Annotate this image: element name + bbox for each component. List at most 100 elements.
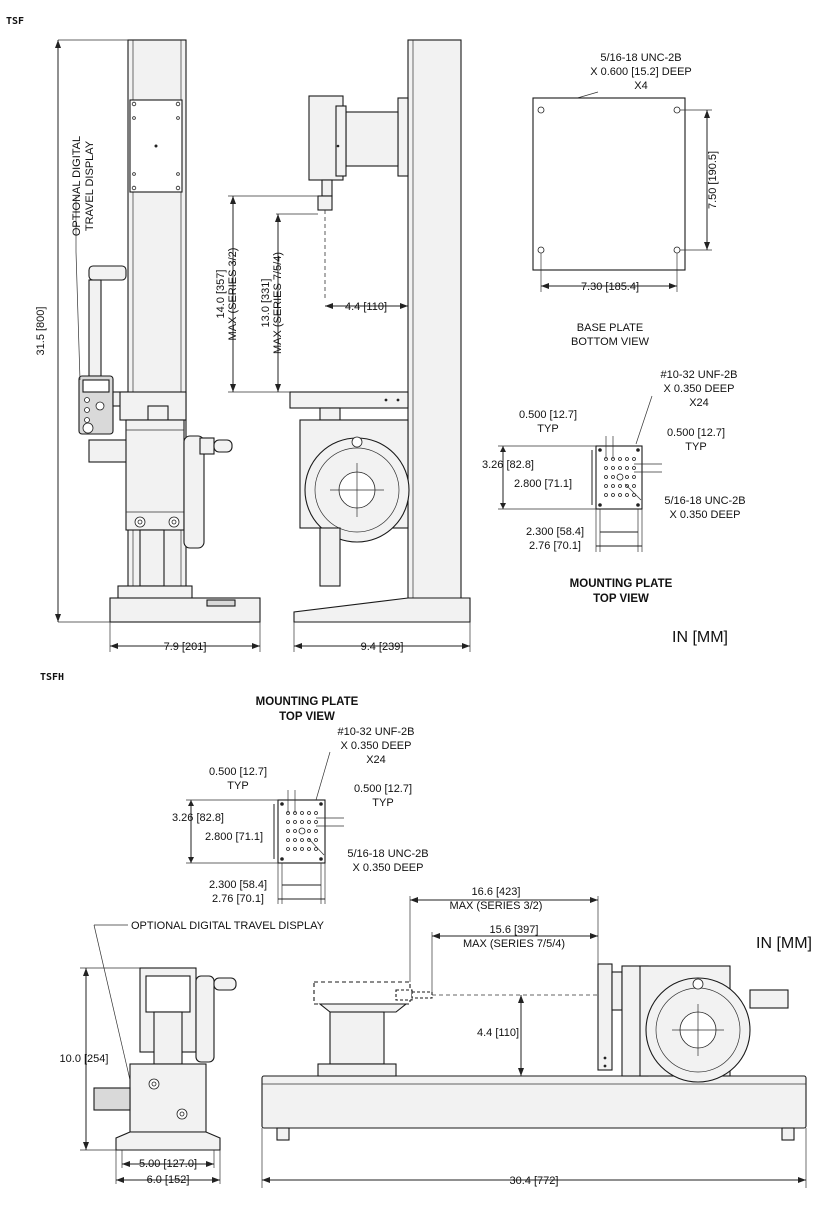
tsfh-mount-large-holes-line1: 5/16-18 UNC-2B	[347, 848, 428, 860]
tsfh-mount-inner-label: 2.800 [71.1]	[205, 831, 263, 843]
base-width-label: 7.30 [185.4]	[581, 281, 639, 293]
tsf-mount-title-line1: MOUNTING PLATE	[570, 578, 673, 590]
tsfh-mount-pitch-left-line1: 0.500 [12.7]	[209, 766, 267, 778]
tsfh-outer-width-label: 6.0 [152]	[147, 1174, 190, 1186]
tsfh-max-7-5-4-value: 15.6 [397]	[490, 924, 539, 936]
tsfh-end-handwheel-knob	[213, 977, 237, 991]
tsfh-mount-bottom-inner-label: 2.300 [58.4]	[209, 879, 267, 891]
tsfh-end-dimensions: 10.0 [254] 5.00 [127.0] 6.0 [152]	[60, 967, 221, 1186]
tsfh-mount-hole-grid	[280, 802, 323, 861]
tsfh-max-7-5-4-series: MAX (SERIES 7/5/4)	[463, 938, 565, 950]
tsfh-long-base	[261, 1075, 807, 1129]
tsf-front-dimensions: 31.5 [800] 7.9 [201] OPTIONAL DIGITAL TR…	[35, 39, 261, 653]
tsfh-side-view	[261, 963, 807, 1141]
base-height-label: 7.50 [190.5]	[707, 151, 719, 209]
tsf-lower-body	[139, 529, 165, 587]
tsfh-mount-title-line2: TOP VIEW	[279, 711, 335, 723]
tsfh-end-window	[145, 975, 191, 1013]
tsf-display-screen	[82, 379, 110, 393]
tsfh-end-display	[93, 1087, 131, 1111]
tsfh-end-carriage	[129, 1063, 207, 1133]
tsfh-end-handwheel-edge	[195, 975, 215, 1063]
tsfh-mount-small-holes-line3: X24	[366, 754, 386, 766]
tsfh-length-label: 30.4 [772]	[510, 1175, 559, 1187]
tsfh-max-3-2-value: 16.6 [423]	[472, 886, 521, 898]
tsfh-mount-small-holes-line1: #10-32 UNF-2B	[337, 726, 414, 738]
base-plate	[532, 97, 686, 271]
tsf-side-view	[289, 39, 471, 623]
base-title-line1: BASE PLATE	[577, 322, 643, 334]
tsfh-max-3-2-series: MAX (SERIES 3/2)	[450, 900, 543, 912]
tsf-mount-outer-label: 3.26 [82.8]	[482, 459, 534, 471]
tsfh-throat-label: 4.4 [110]	[477, 1027, 519, 1039]
tsfh-side-dimensions: 16.6 [423] MAX (SERIES 3/2) 15.6 [397] M…	[261, 886, 807, 1188]
section-label-tsfh: TSFH	[40, 672, 64, 683]
tsfh-handle	[749, 989, 789, 1009]
tsf-max-3-2-series: MAX (SERIES 3/2)	[227, 248, 239, 341]
tsfh-mount-pitch-right-line2: TYP	[372, 797, 393, 809]
tsf-load-cell	[345, 111, 399, 167]
tsfh-mount-pitch-right-line1: 0.500 [12.7]	[354, 783, 412, 795]
tsf-mount-plate-view: #10-32 UNF-2B X 0.350 DEEP X24 0.500 [12…	[482, 369, 746, 605]
tsf-max-3-2-value: 14.0 [357]	[215, 270, 227, 319]
tsf-units-label: IN [MM]	[672, 629, 728, 646]
base-holes-line3: X4	[634, 80, 647, 92]
tsfh-mount-plate-view: MOUNTING PLATE TOP VIEW #10-32 UNF-2B X …	[172, 696, 429, 905]
tsf-max-7-5-4-series: MAX (SERIES 7/5/4)	[272, 252, 284, 354]
tsf-mount-title-line2: TOP VIEW	[593, 593, 649, 605]
tsfh-mount-outer-label: 3.26 [82.8]	[172, 812, 224, 824]
tsfh-end-neck	[153, 1011, 183, 1065]
tsf-side-column	[407, 39, 462, 601]
tsf-height-label: 31.5 [800]	[35, 307, 47, 356]
tsfh-mount-pitch-left-line2: TYP	[227, 780, 248, 792]
tsf-lower-arm	[88, 439, 130, 463]
tsfh-mount-plate-side	[313, 981, 411, 1005]
tsfh-mount-bottom-outer-label: 2.76 [70.1]	[212, 893, 264, 905]
tsf-display-arm	[88, 265, 127, 281]
base-holes-line2: X 0.600 [15.2] DEEP	[590, 66, 692, 78]
tsf-base-plate-view: 5/16-18 UNC-2B X 0.600 [15.2] DEEP X4 7.…	[532, 52, 719, 348]
tsf-mount-pitch-left-line2: TYP	[537, 423, 558, 435]
tsf-max-7-5-4-value: 13.0 [331]	[260, 279, 272, 328]
tsf-mount-bottom-outer-label: 2.76 [70.1]	[529, 540, 581, 552]
tsfh-upright	[597, 963, 613, 1071]
tsf-carriage	[125, 419, 185, 531]
tsf-side-base	[293, 597, 471, 623]
tsf-front-view	[78, 39, 261, 623]
tsfh-inner-width-label: 5.00 [127.0]	[139, 1158, 197, 1170]
tsfh-end-base	[115, 1131, 221, 1151]
tsf-optional-display-line1: OPTIONAL DIGITAL	[71, 136, 83, 236]
section-label-tsf: TSF	[6, 16, 24, 27]
tsf-mount-small-holes-line3: X24	[689, 397, 709, 409]
tsfh-optional-display-label: OPTIONAL DIGITAL TRAVEL DISPLAY	[131, 920, 325, 932]
tsfh-mount-large-holes-line2: X 0.350 DEEP	[353, 862, 424, 874]
tsf-mount-pitch-right-line1: 0.500 [12.7]	[667, 427, 725, 439]
tsf-mount-large-holes-line1: 5/16-18 UNC-2B	[664, 495, 745, 507]
tsf-optional-display-line2: TRAVEL DISPLAY	[84, 140, 96, 231]
tsf-side-dimensions: 14.0 [357] MAX (SERIES 3/2) 13.0 [331] M…	[215, 195, 471, 653]
tsf-throat-label: 4.4 [110]	[345, 301, 387, 313]
tsf-mount-pitch-left-line1: 0.500 [12.7]	[519, 409, 577, 421]
base-title-line2: BOTTOM VIEW	[571, 336, 650, 348]
tsf-side-width-label: 9.4 [239]	[361, 641, 404, 653]
tsfh-units-label: IN [MM]	[756, 935, 812, 952]
tsf-mount-bottom-inner-label: 2.300 [58.4]	[526, 526, 584, 538]
tsf-display-post	[88, 279, 102, 377]
tsf-sensor-tip	[317, 195, 333, 211]
tsf-handwheel-knob	[213, 439, 233, 453]
tsf-mount-plate-side	[289, 391, 409, 409]
tsf-mount-large-holes-line2: X 0.350 DEEP	[670, 509, 741, 521]
tsf-mount-hole-grid	[598, 448, 640, 507]
tsfh-mount-title-line1: MOUNTING PLATE	[256, 696, 359, 708]
tsfh-foot-right	[781, 1127, 795, 1141]
tsf-mount-small-holes-line1: #10-32 UNF-2B	[660, 369, 737, 381]
tsfh-mount-small-holes-line2: X 0.350 DEEP	[341, 740, 412, 752]
tsf-mount-small-holes-line2: X 0.350 DEEP	[664, 383, 735, 395]
base-holes-line1: 5/16-18 UNC-2B	[600, 52, 681, 64]
tsf-front-width-label: 7.9 [201]	[164, 641, 207, 653]
tsf-mount-pitch-right-line2: TYP	[685, 441, 706, 453]
tsf-base	[109, 597, 261, 623]
tsf-handwheel-edge	[183, 435, 205, 549]
tsfh-height-label: 10.0 [254]	[60, 1053, 109, 1065]
